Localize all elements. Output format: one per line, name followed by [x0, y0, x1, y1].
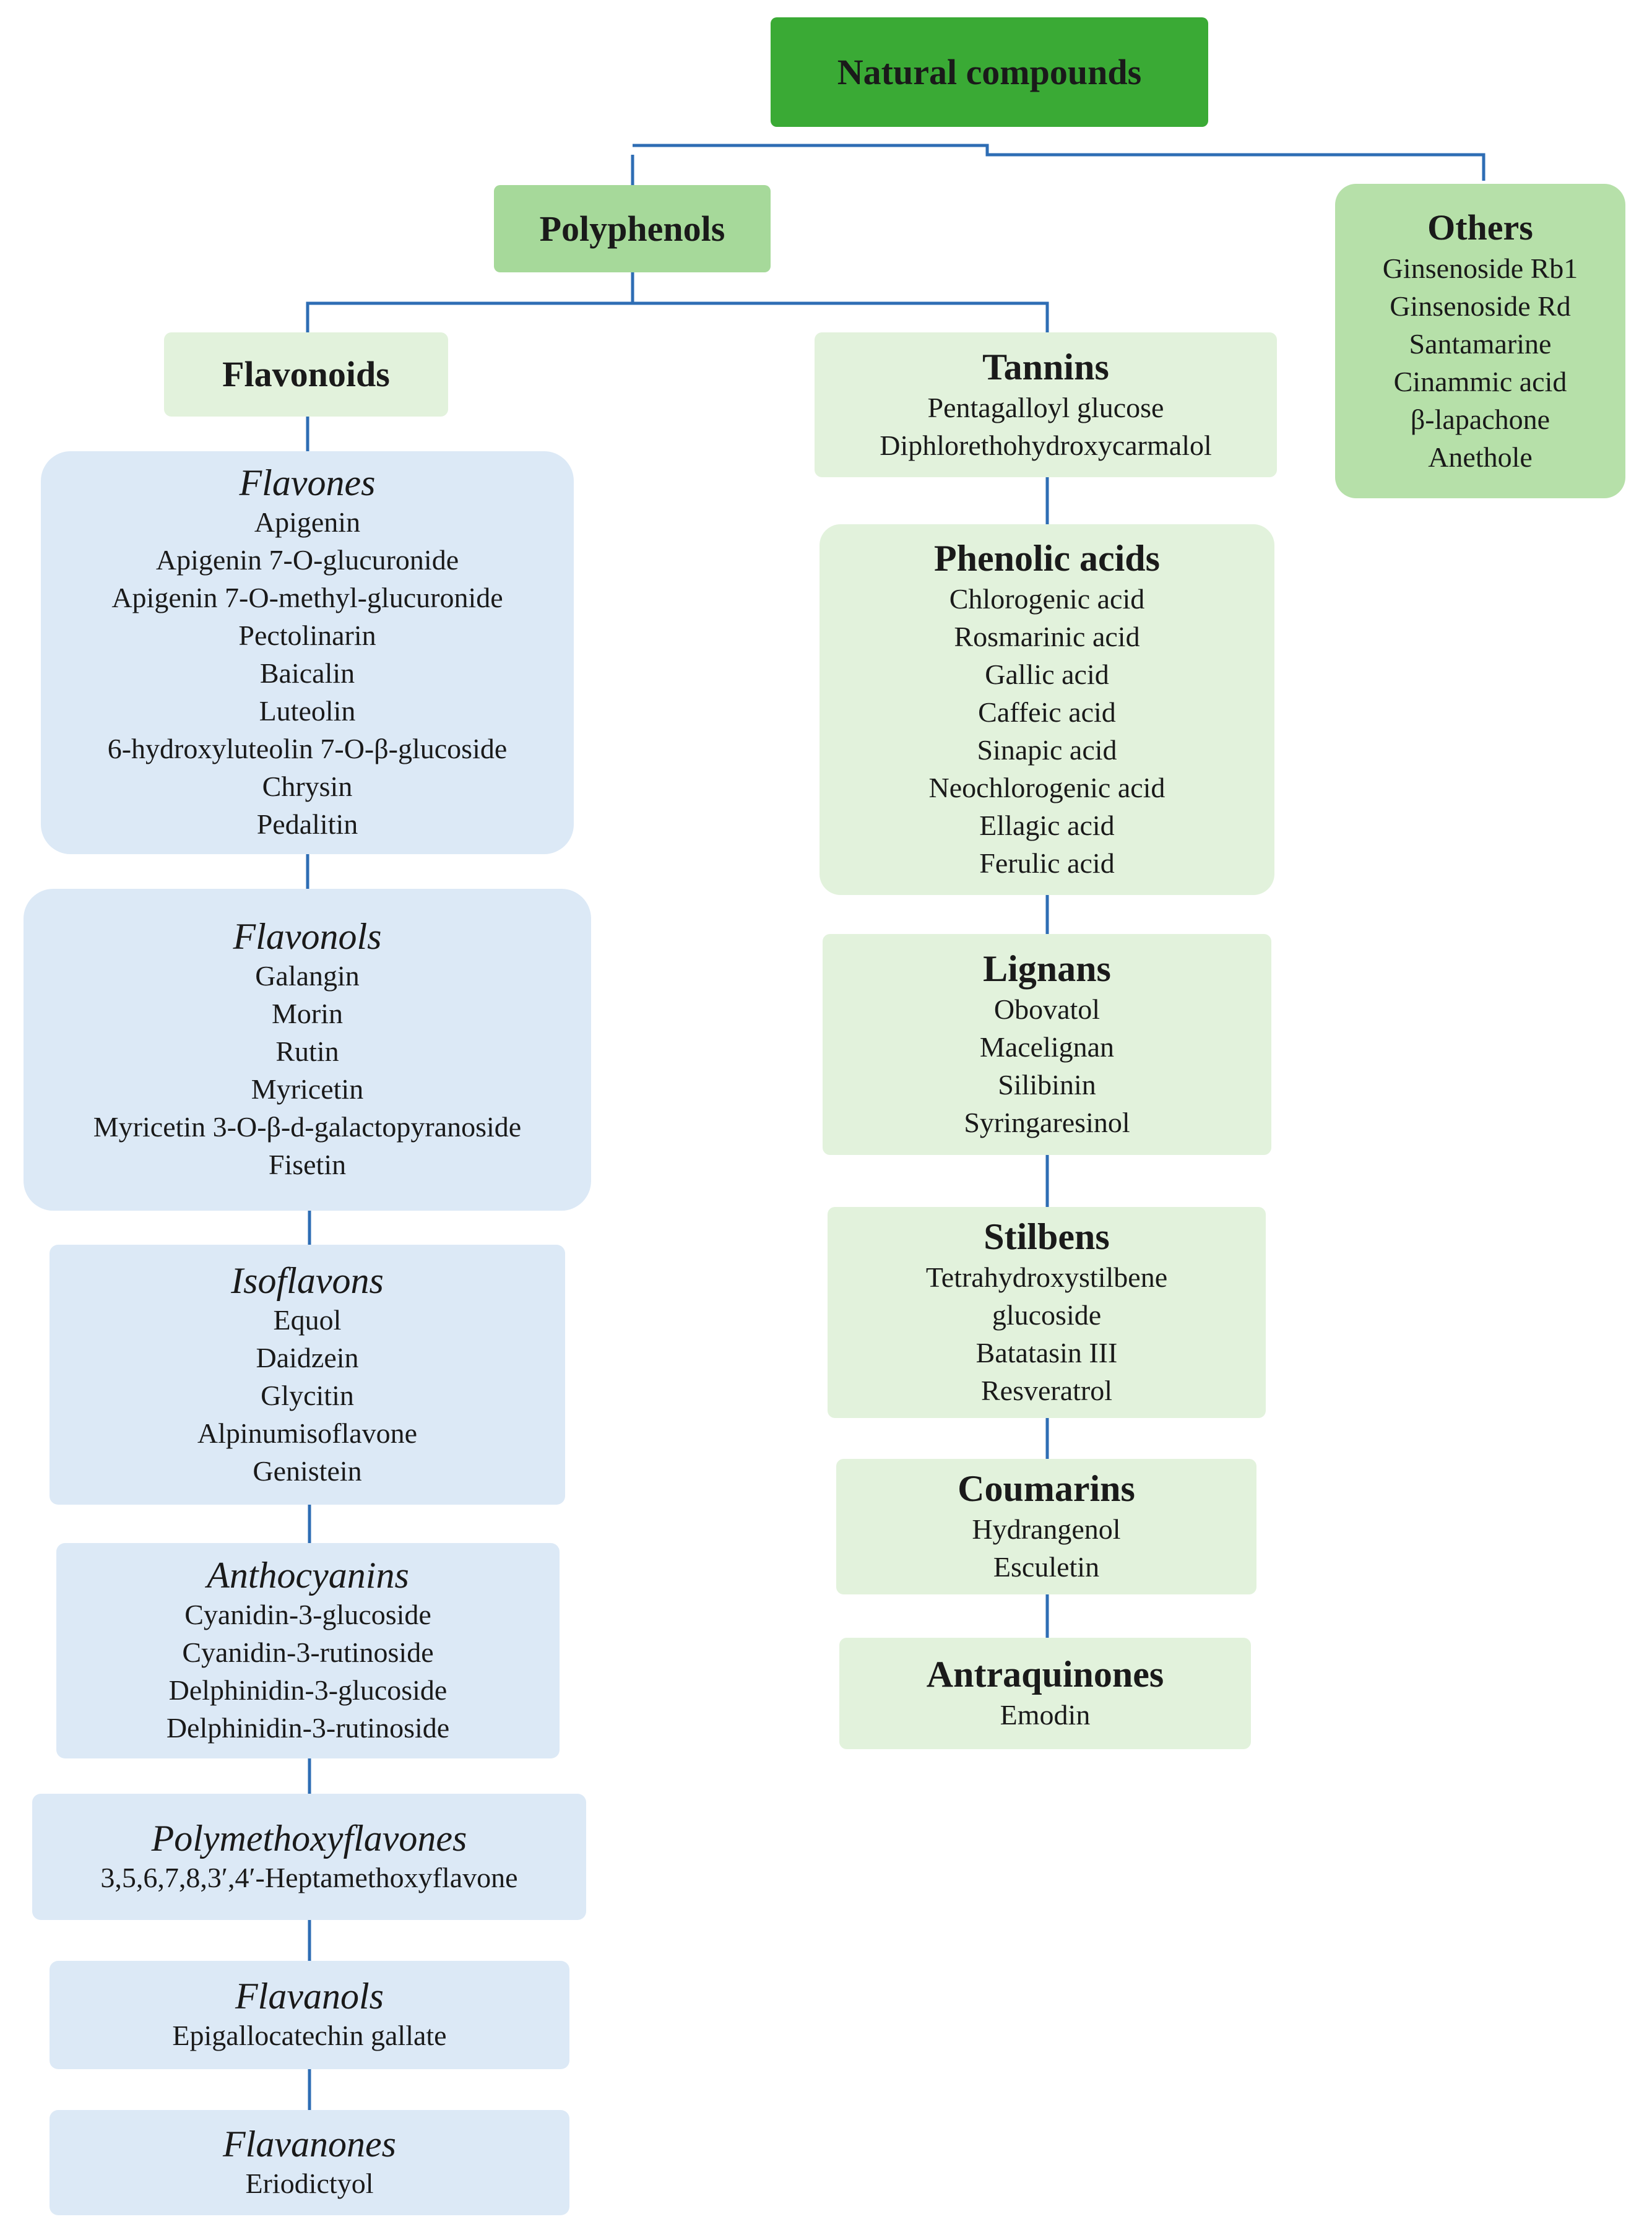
phenolic-acids-item: Caffeic acid — [978, 696, 1116, 728]
coumarins-item: Hydrangenol — [972, 1513, 1121, 1545]
antraquinones-item: Emodin — [1000, 1699, 1091, 1731]
phenolic-acids-title: Phenolic acids — [933, 538, 1160, 579]
polyphenols-node: Polyphenols — [494, 185, 771, 272]
flavonols-item: Galangin — [255, 960, 360, 992]
connector-polyphenols-split — [306, 272, 634, 332]
flavonols-title: Flavonols — [233, 916, 382, 957]
phenolic-acids-node: Phenolic acids Chlorogenic acid Rosmarin… — [820, 524, 1274, 895]
others-title: Others — [1427, 207, 1533, 248]
lignans-item: Silibinin — [998, 1069, 1096, 1101]
tannins-title: Tannins — [982, 346, 1109, 387]
others-item: Ginsenoside Rd — [1390, 290, 1571, 322]
polymethoxyflavones-title: Polymethoxyflavones — [151, 1817, 467, 1859]
isoflavons-node: Isoflavons Equol Daidzein Glycitin Alpin… — [50, 1245, 565, 1505]
flavones-item: Luteolin — [259, 695, 356, 727]
others-node: Others Ginsenoside Rb1 Ginsenoside Rd Sa… — [1335, 184, 1625, 498]
anthocyanins-item: Cyanidin-3-glucoside — [184, 1599, 431, 1630]
flavanols-item: Epigallocatechin gallate — [172, 2020, 447, 2051]
polyphenols-label: Polyphenols — [539, 208, 725, 249]
stilbens-node: Stilbens Tetrahydroxystilbene glucoside … — [828, 1207, 1266, 1418]
flavones-item: Apigenin 7-O-glucuronide — [155, 544, 459, 576]
flavones-item: Pedalitin — [256, 808, 358, 840]
flavanones-title: Flavanones — [223, 2123, 396, 2164]
antraquinones-node: Antraquinones Emodin — [839, 1638, 1251, 1749]
lignans-item: Obovatol — [993, 993, 1101, 1025]
tannins-item: Diphlorethohydroxycarmalol — [880, 429, 1212, 461]
flavanones-item: Eriodictyol — [245, 2167, 374, 2199]
flavonols-item: Fisetin — [268, 1149, 347, 1180]
flavones-item: Chrysin — [262, 771, 353, 802]
coumarins-item: Esculetin — [993, 1551, 1100, 1583]
lignans-title: Lignans — [983, 948, 1111, 989]
isoflavons-item: Alpinumisoflavone — [197, 1417, 418, 1449]
flavanols-title: Flavanols — [235, 1976, 384, 2017]
flavones-item: Apigenin — [254, 506, 361, 538]
natural-compounds-label: Natural compounds — [837, 51, 1142, 92]
polymethoxyflavones-item: 3,5,6,7,8,3′,4′-Heptamethoxyflavone — [100, 1861, 518, 1893]
isoflavons-item: Daidzein — [256, 1341, 359, 1373]
lignans-item: Macelignan — [979, 1031, 1115, 1063]
flavonoids-label: Flavonoids — [222, 354, 390, 395]
lignans-node: Lignans Obovatol Macelignan Silibinin Sy… — [823, 934, 1271, 1155]
phenolic-acids-item: Gallic acid — [985, 659, 1109, 690]
phenolic-acids-item: Rosmarinic acid — [954, 621, 1140, 652]
phenolic-acids-item: Ferulic acid — [979, 847, 1115, 879]
phenolic-acids-item: Ellagic acid — [979, 810, 1115, 841]
flavones-title: Flavones — [239, 462, 376, 503]
flavonols-item: Rutin — [275, 1036, 339, 1067]
tannins-item: Pentagalloyl glucose — [927, 391, 1164, 423]
anthocyanins-item: Cyanidin-3-rutinoside — [182, 1637, 434, 1668]
flavanols-node: Flavanols Epigallocatechin gallate — [50, 1961, 569, 2069]
stilbens-item: Tetrahydroxystilbene — [925, 1261, 1168, 1293]
connector-polyphenols-to-tannins — [633, 301, 1049, 332]
polymethoxyflavones-node: Polymethoxyflavones 3,5,6,7,8,3′,4′-Hept… — [32, 1794, 586, 1920]
natural-compounds-node: Natural compounds — [771, 17, 1208, 127]
phenolic-acids-item: Neochlorogenic acid — [928, 772, 1165, 803]
flavonols-item: Myricetin — [251, 1073, 364, 1105]
flavonoids-node: Flavonoids — [164, 332, 448, 417]
coumarins-title: Coumarins — [958, 1468, 1135, 1509]
lignans-item: Syringaresinol — [964, 1107, 1130, 1138]
flavones-item: 6-hydroxyluteolin 7-O-β-glucoside — [107, 733, 508, 764]
coumarins-node: Coumarins Hydrangenol Esculetin — [836, 1459, 1256, 1594]
isoflavons-title: Isoflavons — [231, 1260, 384, 1301]
isoflavons-item: Genistein — [253, 1455, 362, 1487]
others-item: Cinammic acid — [1393, 365, 1567, 397]
flavones-item: Baicalin — [259, 657, 355, 689]
phenolic-acids-item: Sinapic acid — [977, 734, 1117, 766]
others-item: Anethole — [1428, 441, 1533, 473]
flavonols-item: Morin — [272, 998, 343, 1029]
flavonols-item: Myricetin 3-O-β-d-galactopyranoside — [93, 1111, 522, 1143]
antraquinones-title: Antraquinones — [926, 1654, 1164, 1695]
stilbens-title: Stilbens — [984, 1216, 1110, 1257]
flavanones-node: Flavanones Eriodictyol — [50, 2110, 569, 2215]
flavonols-node: Flavonols Galangin Morin Rutin Myricetin… — [24, 889, 591, 1211]
connector-root-to-level2 — [633, 144, 1486, 181]
flavones-node: Flavones Apigenin Apigenin 7-O-glucuroni… — [41, 451, 574, 854]
anthocyanins-item: Delphinidin-3-rutinoside — [166, 1712, 450, 1744]
isoflavons-item: Glycitin — [261, 1379, 354, 1411]
flavones-item: Apigenin 7-O-methyl-glucuronide — [111, 582, 503, 613]
phenolic-acids-item: Chlorogenic acid — [949, 583, 1145, 615]
anthocyanins-title: Anthocyanins — [207, 1555, 409, 1596]
tannins-node: Tannins Pentagalloyl glucose Diphloretho… — [815, 332, 1277, 477]
others-item: β-lapachone — [1410, 403, 1550, 435]
others-item: Santamarine — [1409, 327, 1552, 360]
stilbens-item: Resveratrol — [980, 1375, 1113, 1406]
stilbens-item: glucoside — [992, 1299, 1102, 1331]
anthocyanins-item: Delphinidin-3-glucoside — [168, 1674, 448, 1706]
others-item: Ginsenoside Rb1 — [1382, 252, 1578, 284]
flavones-item: Pectolinarin — [238, 620, 376, 651]
stilbens-item: Batatasin III — [975, 1337, 1118, 1369]
isoflavons-item: Equol — [273, 1304, 342, 1336]
anthocyanins-node: Anthocyanins Cyanidin-3-glucoside Cyanid… — [56, 1543, 560, 1758]
